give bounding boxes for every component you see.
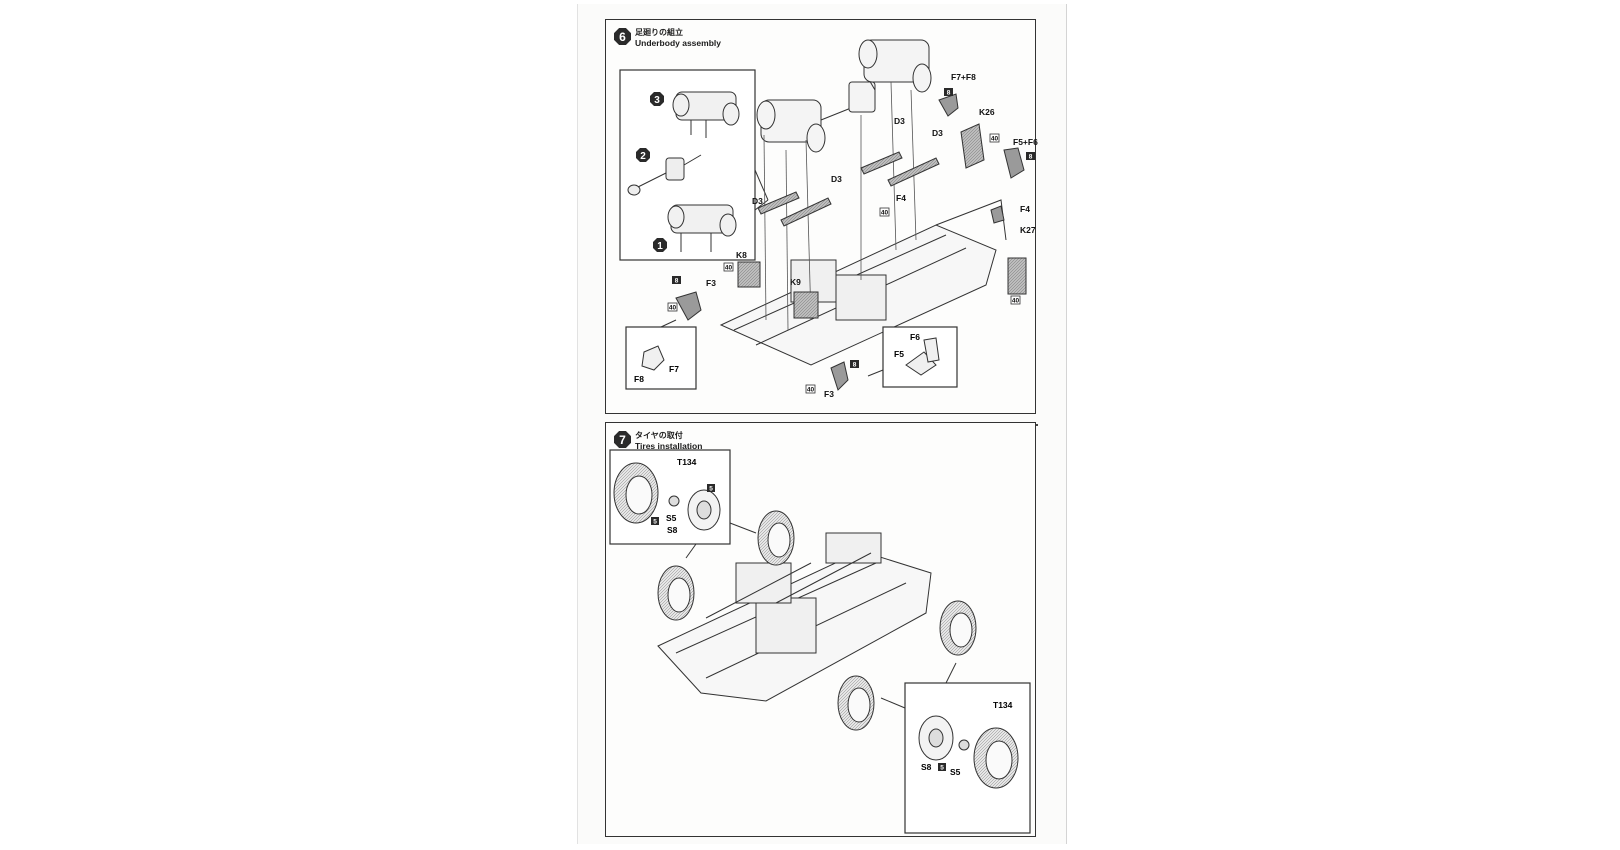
mounted-wheels-drawing [657, 510, 977, 731]
step-brackets-drawing [675, 93, 1025, 391]
label-t134-a: T134 [677, 457, 697, 467]
sub-step-1: 1 [653, 238, 667, 252]
badge-5-c: 5 [940, 765, 944, 772]
badge-40-d: 40 [1012, 298, 1020, 305]
step-6-title-jp: 足廻りの組立 [635, 28, 683, 37]
chassis-with-axles-drawing [657, 532, 932, 702]
axle-1-drawing [667, 204, 737, 252]
label-s8-b: S8 [921, 762, 932, 772]
d3-links-drawing [757, 151, 940, 227]
step-7-title-en: Tires installation [635, 441, 703, 451]
label-f3-b: F3 [824, 389, 834, 399]
label-s8-a: S8 [667, 525, 678, 535]
badge-8-b: 8 [947, 90, 951, 97]
badge-5-b: 5 [653, 519, 657, 526]
sub-step-2: 2 [636, 148, 650, 162]
label-d3-b: D3 [831, 174, 842, 184]
label-k8: K8 [736, 250, 747, 260]
sub-step-3: 3 [650, 92, 664, 106]
label-f5: F5 [894, 349, 904, 359]
label-d3-d: D3 [932, 128, 943, 138]
label-s5-b: S5 [950, 767, 961, 777]
axle-3-drawing [672, 91, 740, 138]
svg-text:3: 3 [654, 95, 660, 106]
tires-diagram: T134 S5 S8 5 5 [609, 449, 1031, 834]
label-f4-b: F4 [1020, 204, 1030, 214]
instruction-sheet: 6 足廻りの組立 Underbody assembly [577, 4, 1067, 844]
badge-8-a: 8 [675, 278, 679, 285]
f5-f6-detail: F5 F6 [867, 326, 958, 388]
step-6-header: 6 足廻りの組立 Underbody assembly [614, 28, 721, 48]
wheel-detail-bottom: T134 S8 5 S5 [880, 662, 1031, 834]
k-panels-drawing [737, 123, 1027, 319]
badge-40-c: 40 [991, 136, 999, 143]
chassis-frame-drawing [719, 199, 1007, 366]
step-7-number: 7 [614, 431, 631, 448]
step-6-panel: 6 足廻りの組立 Underbody assembly [605, 19, 1038, 414]
label-s5-a: S5 [666, 513, 677, 523]
label-d3-c: D3 [894, 116, 905, 126]
rear-axles-drawing [756, 39, 932, 153]
step-6-number: 6 [614, 28, 631, 45]
label-k9: K9 [790, 277, 801, 287]
label-f3-a: F3 [706, 278, 716, 288]
wheel-detail-top: T134 S5 S8 5 5 [609, 449, 757, 559]
label-f4-a: F4 [896, 193, 906, 203]
badge-40-b: 40 [881, 210, 889, 217]
step-6-title-en: Underbody assembly [635, 38, 721, 48]
svg-text:2: 2 [640, 151, 646, 162]
f7-f8-detail: F8 F7 [625, 319, 697, 390]
label-k26: K26 [979, 107, 995, 117]
badge-8-c: 8 [1029, 154, 1033, 161]
guide-lines [763, 81, 917, 331]
step-7-header: 7 タイヤの取付 Tires installation [614, 431, 702, 451]
badge-40-f: 40 [807, 387, 815, 394]
label-f8: F8 [634, 374, 644, 384]
axle-subassembly-inset: 3 2 1 [619, 69, 769, 261]
label-f6: F6 [910, 332, 920, 342]
driveshaft-2-drawing [627, 154, 702, 196]
badge-8-d: 8 [853, 362, 857, 369]
label-f7: F7 [669, 364, 679, 374]
label-k27: K27 [1020, 225, 1036, 235]
underbody-diagram: 3 2 1 [619, 39, 1038, 399]
step-7-panel: 7 タイヤの取付 Tires installation [605, 422, 1036, 837]
label-f7-f8: F7+F8 [951, 72, 976, 82]
label-f5-f6: F5+F6 [1013, 137, 1038, 147]
badge-5-a: 5 [709, 486, 713, 493]
label-t134-b: T134 [993, 700, 1013, 710]
label-d3-a: D3 [752, 196, 763, 206]
badge-40-e: 40 [669, 305, 677, 312]
svg-text:1: 1 [657, 241, 663, 252]
step-7-title-jp: タイヤの取付 [635, 431, 683, 440]
badge-40-a: 40 [725, 265, 733, 272]
